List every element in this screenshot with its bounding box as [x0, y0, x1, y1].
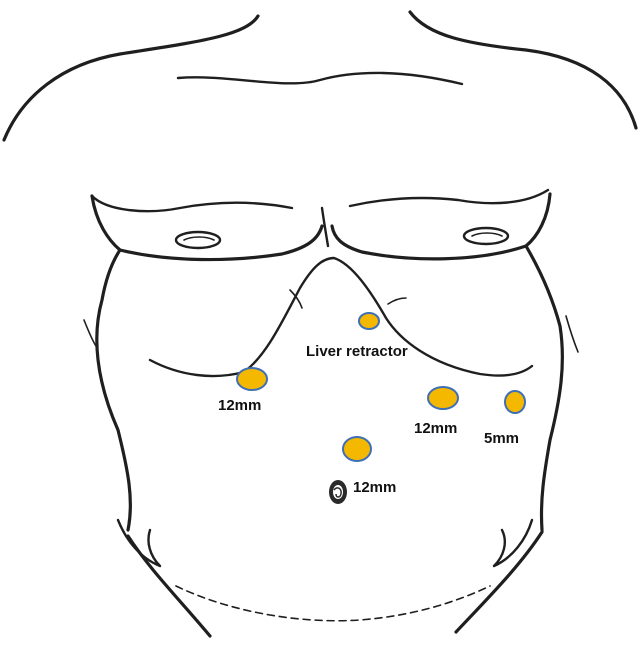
pubic-dashed-line: [176, 586, 490, 621]
right-pectoral-top: [350, 190, 548, 206]
liver-retractor-port: [359, 313, 379, 329]
umbilical-port-label: 12mm: [353, 480, 396, 495]
liver-retractor-label: Liver retractor: [306, 344, 408, 359]
umbilical-port: [343, 437, 371, 461]
right-flank: [526, 246, 562, 530]
left-inguinal-line: [456, 532, 542, 632]
left-nipple-inner: [184, 237, 214, 240]
left-pectoral-lower: [92, 196, 322, 260]
right-nipple-inner: [472, 233, 502, 236]
right-upper-port: [237, 368, 267, 390]
left-lateral-port: [505, 391, 525, 413]
left-upper-port-label: 12mm: [414, 421, 457, 436]
right-inguinal-line: [128, 536, 210, 636]
umbilicus-icon: [329, 480, 347, 504]
left-pectoral-top: [92, 196, 292, 211]
left-costal-tick: [388, 298, 406, 304]
right-side-mark: [566, 316, 578, 352]
left-flank: [97, 250, 131, 530]
left-lateral-port-label: 5mm: [484, 431, 519, 446]
right-neck-shoulder-line: [410, 12, 636, 128]
right-upper-port-label: 12mm: [218, 398, 261, 413]
left-iliac-crest: [494, 520, 532, 566]
left-side-mark: [84, 320, 96, 346]
right-iliac-crest: [118, 520, 160, 566]
clavicle-line: [178, 73, 462, 84]
left-upper-port: [428, 387, 458, 409]
